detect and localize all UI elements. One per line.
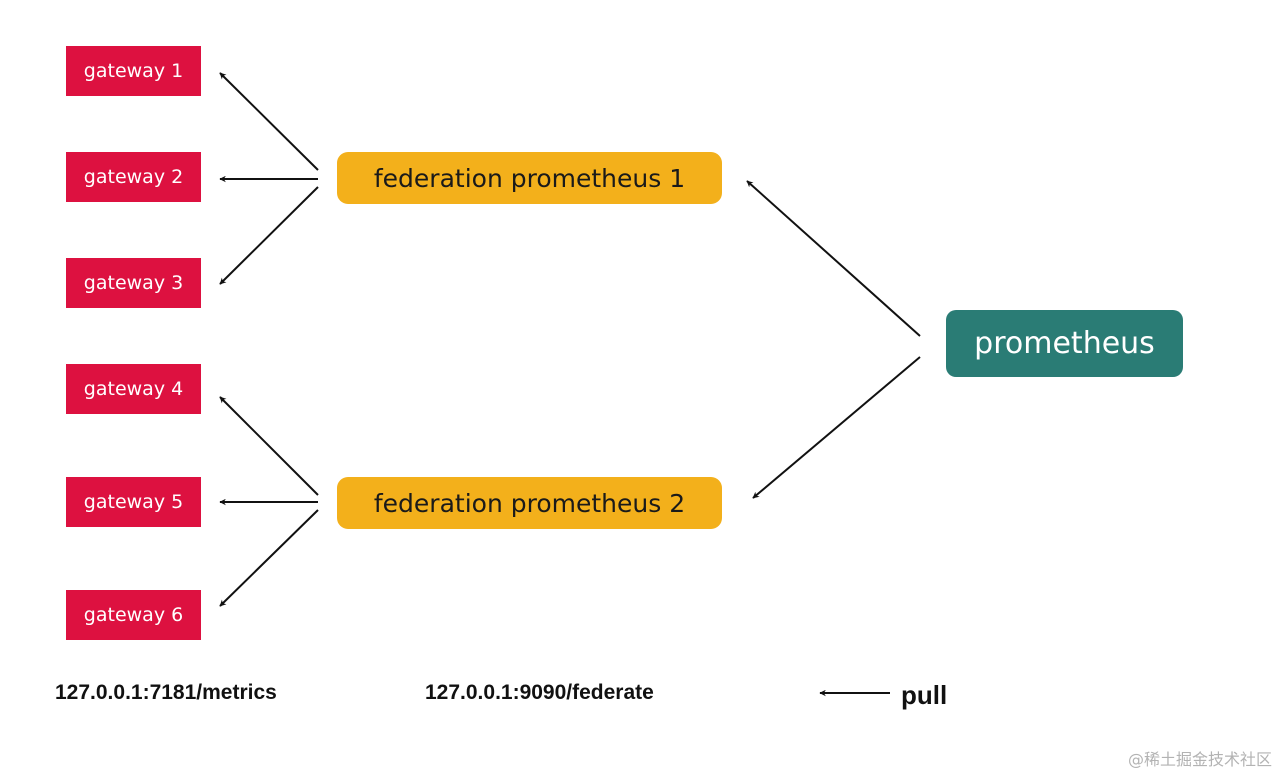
- federation-prometheus-2-label: federation prometheus 2: [373, 488, 686, 518]
- arrow-prometheus-to-fed1: [746, 180, 921, 337]
- prometheus-node: prometheus: [946, 310, 1183, 377]
- federation-endpoint-label: 127.0.0.1:9090/federate: [425, 681, 654, 704]
- pull-legend-label: pull: [901, 680, 948, 710]
- federation-prometheus-1-node: federation prometheus 1: [337, 152, 722, 204]
- arrow-fed2-to-gateway4: [219, 396, 319, 496]
- gateway-5-label: gateway 5: [83, 491, 184, 513]
- arrow-fed1-to-gateway1: [219, 72, 319, 171]
- gateway-4-node: gateway 4: [66, 364, 201, 414]
- gateway-3-label: gateway 3: [83, 272, 184, 294]
- watermark: @稀土掘金技术社区: [1127, 750, 1272, 769]
- federation-prometheus-2-node: federation prometheus 2: [337, 477, 722, 529]
- arrow-fed1-to-gateway3: [219, 186, 319, 285]
- gateway-2-node: gateway 2: [66, 152, 201, 202]
- gateway-endpoint-label: 127.0.0.1:7181/metrics: [55, 681, 277, 704]
- gateway-1-node: gateway 1: [66, 46, 201, 96]
- gateway-6-node: gateway 6: [66, 590, 201, 640]
- arrow-prometheus-to-fed2: [752, 356, 921, 499]
- gateway-6-label: gateway 6: [83, 604, 184, 626]
- gateway-4-label: gateway 4: [83, 378, 184, 400]
- arrow-fed2-to-gateway6: [219, 509, 319, 607]
- gateway-2-label: gateway 2: [83, 166, 184, 188]
- gateway-3-node: gateway 3: [66, 258, 201, 308]
- prometheus-label: prometheus: [974, 326, 1155, 361]
- federation-prometheus-1-label: federation prometheus 1: [373, 163, 686, 193]
- gateway-1-label: gateway 1: [83, 60, 184, 82]
- gateway-5-node: gateway 5: [66, 477, 201, 527]
